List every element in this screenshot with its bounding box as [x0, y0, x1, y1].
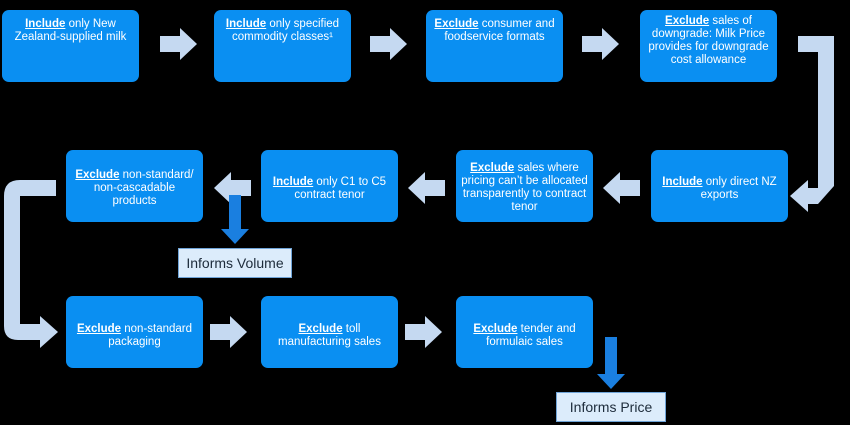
- arrow-left-5-6: [603, 172, 640, 204]
- step-text: only New Zealand-supplied milk: [14, 18, 127, 43]
- arrow-right-3-4: [582, 28, 619, 60]
- arrow-bend-left: [4, 180, 58, 348]
- step-keyword: Exclude: [665, 15, 710, 27]
- step-keyword: Exclude: [473, 323, 518, 335]
- step-box-3: Exclude consumer and foodservice formats: [426, 10, 563, 82]
- step-text: toll manufacturing sales: [278, 323, 381, 348]
- step-keyword: Include: [225, 18, 267, 30]
- step-keyword: Include: [25, 18, 66, 30]
- step-keyword: Include: [662, 176, 703, 188]
- step-box-1: Include only New Zealand-supplied milk: [2, 10, 139, 82]
- step-keyword: Exclude: [76, 323, 122, 335]
- step-box-5: Include only direct NZ exports: [651, 150, 788, 222]
- step-text: non-standard/ non-cascadable products: [93, 169, 194, 207]
- informs-price-label: Informs Price: [556, 392, 666, 422]
- arrow-left-7-8: [214, 172, 251, 204]
- step-keyword: Exclude: [470, 162, 515, 174]
- arrow-down-price: [597, 337, 625, 389]
- step-box-4: Exclude sales of downgrade: Milk Price p…: [640, 10, 777, 82]
- step-keyword: Include: [272, 176, 314, 188]
- step-text: only C1 to C5 contract tenor: [294, 176, 387, 201]
- step-box-2: Include only specified commodity classes…: [214, 10, 351, 82]
- step-box-6: Exclude sales where pricing can’t be all…: [456, 150, 593, 222]
- arrow-right-2-3: [370, 28, 407, 60]
- step-keyword: Exclude: [75, 169, 120, 181]
- step-box-9: Exclude non-standard packaging: [66, 296, 203, 368]
- arrow-right-1-2: [160, 28, 197, 60]
- step-box-7: Include only C1 to C5 contract tenor: [261, 150, 398, 222]
- step-box-10: Exclude toll manufacturing sales: [261, 296, 398, 368]
- step-text: only direct NZ exports: [700, 176, 777, 201]
- arrow-left-6-7: [408, 172, 445, 204]
- step-keyword: Exclude: [434, 18, 479, 30]
- step-keyword: Exclude: [298, 323, 343, 335]
- arrow-right-10-11: [405, 316, 442, 348]
- step-box-8: Exclude non-standard/ non-cascadable pro…: [66, 150, 203, 222]
- step-box-11: Exclude tender and formulaic sales: [456, 296, 593, 368]
- step-text: sales where pricing can’t be allocated t…: [461, 162, 588, 213]
- arrow-right-9-10: [210, 316, 247, 348]
- informs-volume-label: Informs Volume: [178, 248, 292, 278]
- step-text: only specified commodity classes¹: [232, 18, 340, 43]
- arrow-down-volume: [221, 195, 249, 244]
- step-text: consumer and foodservice formats: [444, 18, 555, 43]
- step-text: non-standard packaging: [108, 323, 193, 348]
- step-text: sales of downgrade: Milk Price provides …: [648, 15, 769, 66]
- step-text: tender and formulaic sales: [486, 323, 576, 348]
- arrow-bend-right: [790, 36, 834, 212]
